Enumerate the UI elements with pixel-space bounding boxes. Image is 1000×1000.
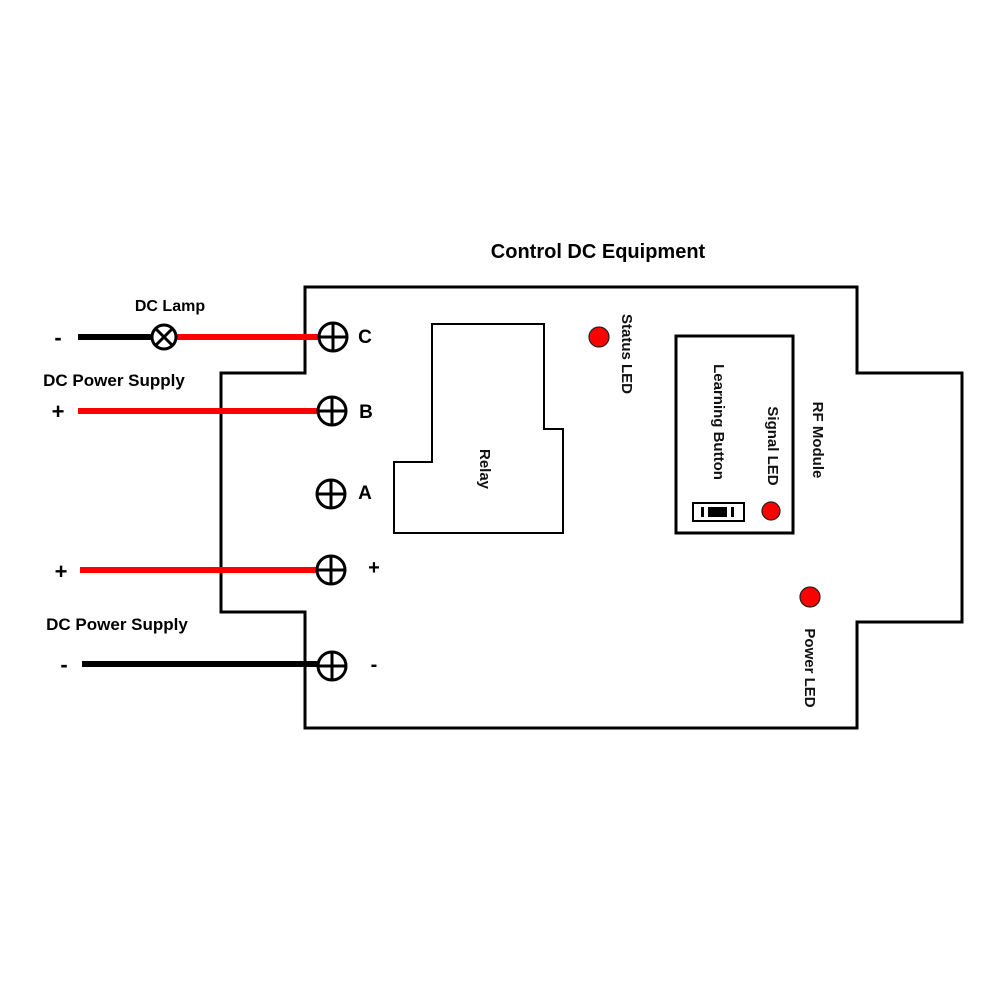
supply2-polarity-plus: + xyxy=(55,559,68,584)
learning-button-label: Learning Button xyxy=(710,364,727,480)
relay-label: Relay xyxy=(476,449,493,490)
button-contact-left xyxy=(701,507,704,517)
terminal-a xyxy=(315,478,347,510)
terminal-label-b: B xyxy=(359,402,373,423)
terminal-minus xyxy=(316,650,348,682)
power-led-icon xyxy=(799,586,821,608)
rf-module-outline xyxy=(674,334,795,535)
button-actuator xyxy=(708,507,727,517)
dc-lamp-label: DC Lamp xyxy=(135,298,205,315)
terminal-c xyxy=(317,321,349,353)
status-led-icon xyxy=(588,326,610,348)
terminal-label-c: C xyxy=(358,327,372,348)
rf-module-label: RF Module xyxy=(809,402,826,479)
supply2-polarity-minus: - xyxy=(60,652,67,677)
relay-outline xyxy=(393,323,564,534)
power-supply-2-label: DC Power Supply xyxy=(46,615,188,634)
signal-led-icon xyxy=(761,501,781,521)
learning-button[interactable] xyxy=(692,502,745,522)
supply1-polarity-plus: + xyxy=(52,399,65,424)
terminal-label-plus: + xyxy=(368,557,380,579)
status-led-label: Status LED xyxy=(618,314,635,394)
power-supply-1-label: DC Power Supply xyxy=(43,371,185,390)
terminal-label-minus: - xyxy=(371,654,378,676)
terminal-label-a: A xyxy=(358,483,372,504)
lamp-polarity-minus: - xyxy=(54,325,61,350)
lamp-cross-circle-icon xyxy=(150,323,178,351)
diagram-title: Control DC Equipment xyxy=(491,241,706,263)
terminal-b xyxy=(316,395,348,427)
enclosure-outline xyxy=(219,285,964,730)
button-contact-right xyxy=(731,507,734,517)
terminal-plus xyxy=(315,554,347,586)
signal-led-label: Signal LED xyxy=(764,406,781,485)
power-led-label: Power LED xyxy=(801,628,818,707)
